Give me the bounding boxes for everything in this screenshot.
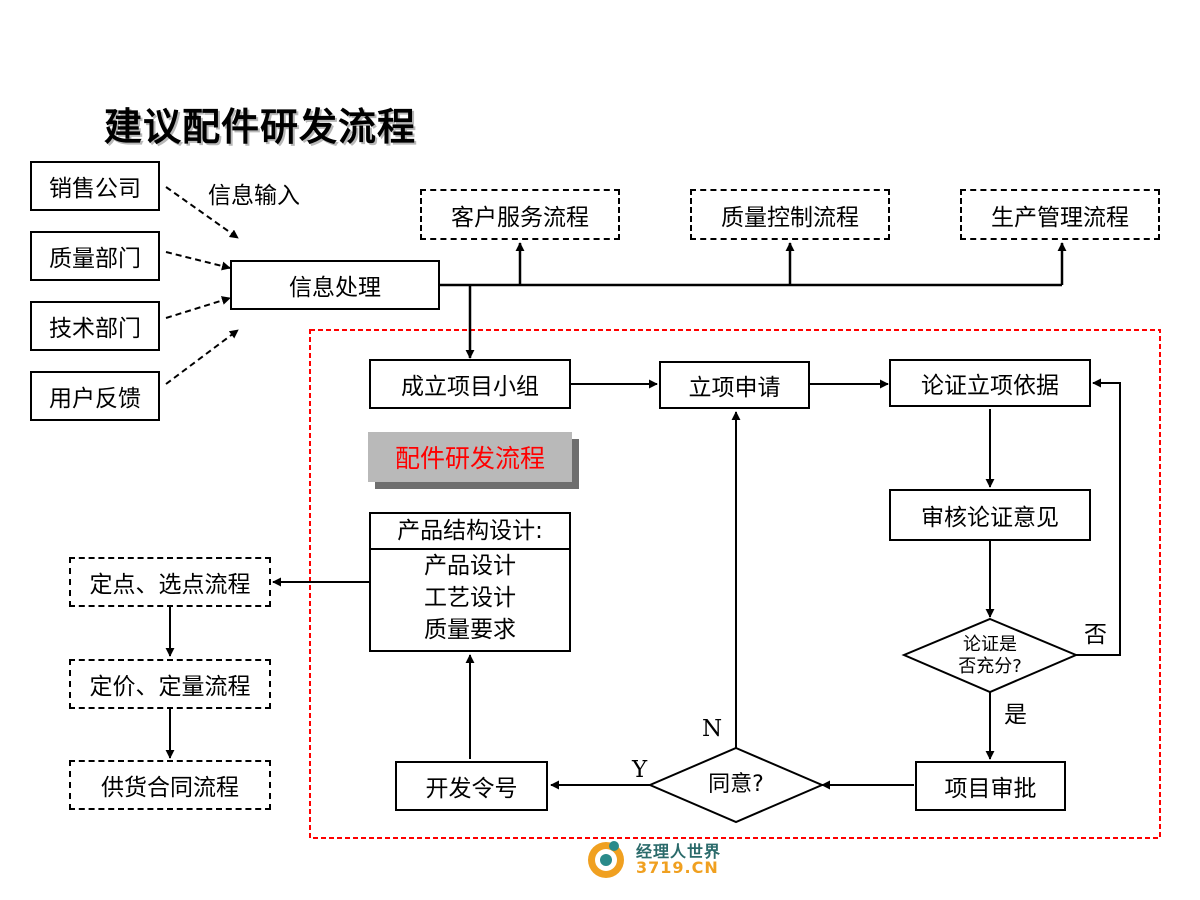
approve-box: 项目审批 bbox=[915, 761, 1066, 811]
pricing-quantity-process: 定价、定量流程 bbox=[69, 659, 271, 709]
decision-sufficient-line1: 论证是 bbox=[963, 634, 1017, 655]
info-process-box: 信息处理 bbox=[230, 260, 440, 310]
decision-sufficient-line2: 否充分? bbox=[958, 656, 1022, 677]
decision-sufficient-text: 论证是 否充分? bbox=[930, 634, 1050, 678]
watermark-cn: 经理人世界 bbox=[636, 842, 722, 861]
watermark-domain: 3719.CN bbox=[636, 858, 719, 877]
site-selection-process: 定点、选点流程 bbox=[69, 557, 271, 607]
verify-basis-box: 论证立项依据 bbox=[889, 359, 1091, 407]
structure-design-item: 质量要求 bbox=[424, 617, 516, 643]
decision-agree-text: 同意? bbox=[708, 772, 764, 797]
branch-no-label: 否 bbox=[1084, 622, 1107, 648]
source-quality: 质量部门 bbox=[30, 231, 160, 281]
structure-design-box: 产品结构设计: 产品设计 工艺设计 质量要求 bbox=[369, 512, 571, 652]
source-tech: 技术部门 bbox=[30, 301, 160, 351]
subprocess-boundary bbox=[309, 329, 1161, 839]
branch-yes-label: 是 bbox=[1004, 702, 1027, 728]
branch-n-label: N bbox=[702, 716, 723, 742]
production-management-process: 生产管理流程 bbox=[960, 189, 1160, 240]
source-user-feedback: 用户反馈 bbox=[30, 371, 160, 421]
structure-design-item: 工艺设计 bbox=[424, 585, 516, 611]
form-team-box: 成立项目小组 bbox=[369, 359, 571, 409]
quality-control-process: 质量控制流程 bbox=[690, 189, 890, 240]
customer-service-process: 客户服务流程 bbox=[420, 189, 620, 240]
structure-design-header: 产品结构设计: bbox=[371, 514, 569, 550]
info-input-label: 信息输入 bbox=[208, 183, 300, 209]
watermark-logo: 经理人世界 3719.CN bbox=[584, 836, 734, 882]
page-title: 建议配件研发流程 bbox=[104, 105, 417, 149]
branch-y-label: Y bbox=[632, 757, 648, 783]
decision-sufficient-diamond bbox=[901, 617, 1079, 694]
supply-contract-process: 供货合同流程 bbox=[69, 760, 271, 810]
structure-design-item: 产品设计 bbox=[424, 553, 516, 579]
decision-agree-diamond bbox=[647, 746, 825, 824]
dev-order-box: 开发令号 bbox=[395, 761, 548, 811]
globe-icon bbox=[588, 841, 624, 878]
apply-box: 立项申请 bbox=[659, 361, 810, 409]
source-sales: 销售公司 bbox=[30, 161, 160, 211]
review-opinion-box: 审核论证意见 bbox=[889, 489, 1091, 541]
input-arrows bbox=[165, 186, 239, 385]
subprocess-label: 配件研发流程 bbox=[368, 432, 572, 482]
